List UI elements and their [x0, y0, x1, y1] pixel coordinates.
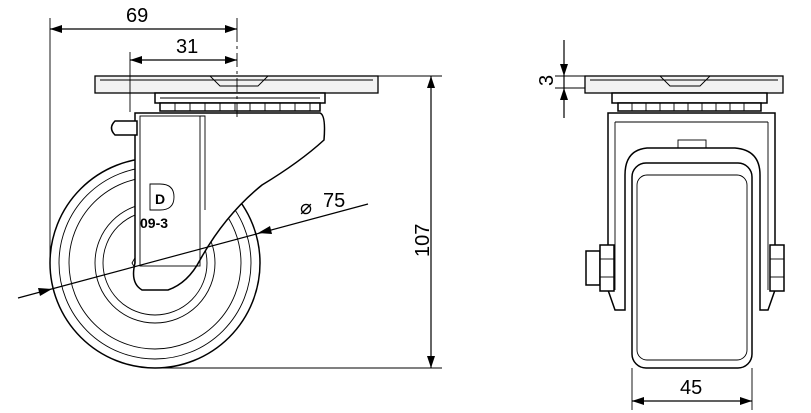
fork-logo: D 09-3 — [140, 183, 175, 231]
dim-total-height: 107 — [160, 75, 442, 369]
side-top-plate — [94, 75, 379, 94]
front-axle-nut-right — [769, 244, 785, 292]
dim-center-offset-label: 31 — [176, 36, 198, 58]
model-code-label: 09-3 — [140, 215, 168, 231]
dim-plate-thickness-label: 3 — [536, 75, 558, 86]
dim-total-height-label: 107 — [412, 224, 434, 257]
front-axle-nut-left — [585, 244, 615, 292]
dim-wheel-width: 45 — [631, 368, 753, 410]
dim-overall-offset: 69 — [49, 5, 238, 268]
dim-wheel-diameter: ⌀ 75 — [17, 190, 369, 299]
dim-plate-thickness: 3 — [536, 40, 585, 118]
front-swivel-bearing — [611, 92, 768, 112]
dim-wheel-width-label: 45 — [680, 377, 702, 399]
side-swivel-bearing — [154, 92, 326, 112]
dim-overall-offset-label: 69 — [126, 5, 148, 27]
front-fork — [607, 112, 776, 311]
diameter-symbol: ⌀ — [300, 197, 312, 219]
dim-center-offset: 31 — [129, 36, 237, 112]
side-fork-inner-plate — [139, 115, 201, 267]
front-top-plate — [584, 75, 784, 94]
side-view: D 09-3 69 31 ⌀ 75 — [17, 5, 442, 369]
dim-wheel-diameter-label: 75 — [323, 190, 345, 212]
front-wheel — [631, 162, 753, 369]
logo-letter: D — [155, 191, 165, 207]
side-brake-tab — [110, 120, 138, 136]
front-view: 3 45 — [536, 40, 785, 410]
side-fork-arm — [132, 112, 326, 291]
